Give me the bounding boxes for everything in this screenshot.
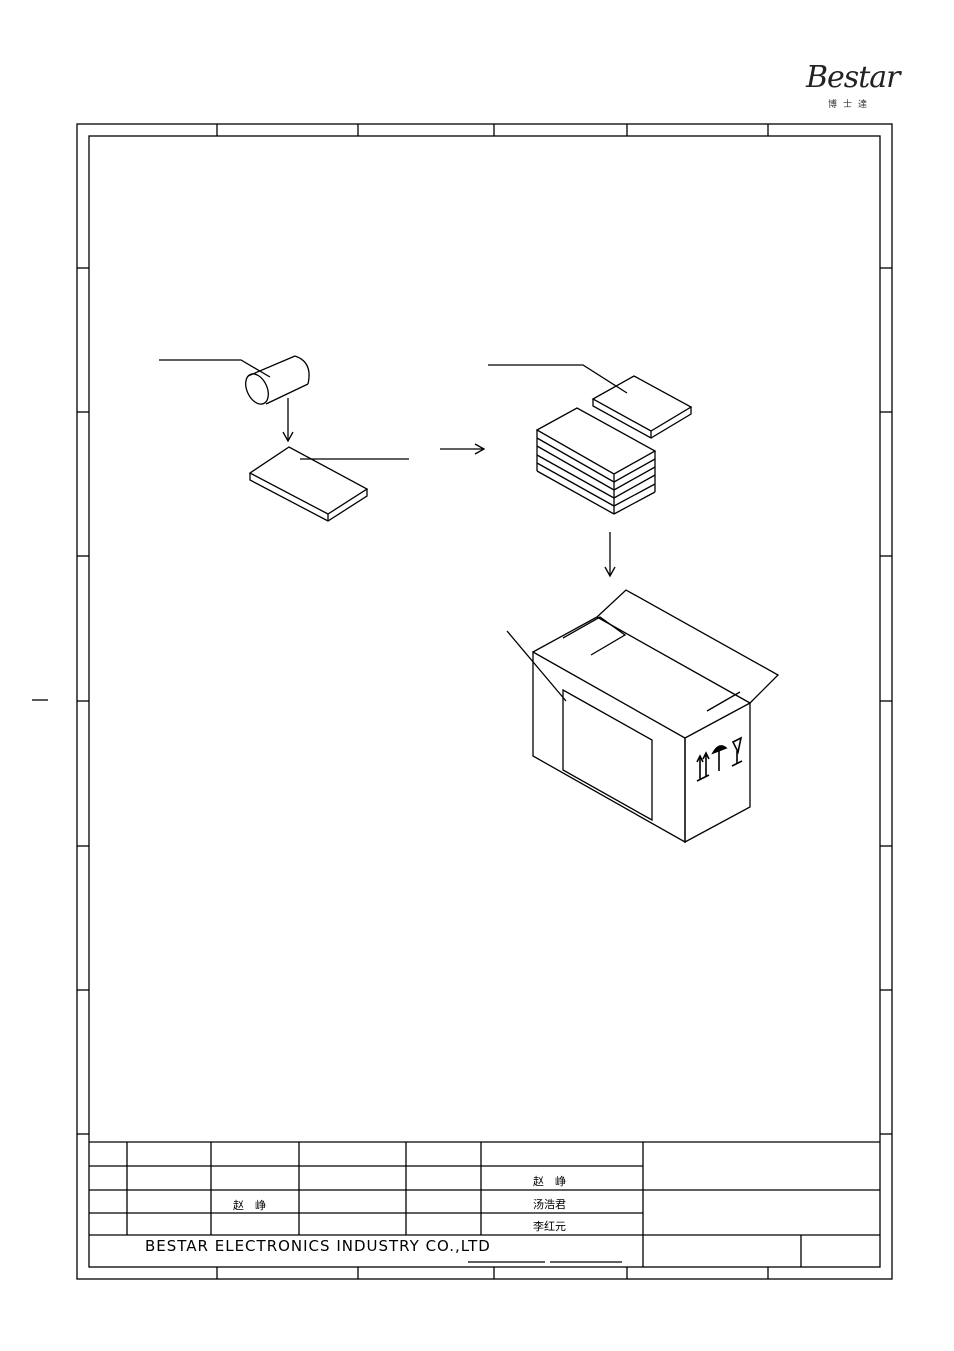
inner-box-stack xyxy=(535,407,657,515)
outer-carton xyxy=(532,589,780,844)
inner-box-single xyxy=(591,375,693,439)
carton-label-leader-line xyxy=(506,630,567,702)
inner-frame xyxy=(88,135,881,1268)
company-logo-chinese: 博士達 xyxy=(828,100,874,110)
title-block xyxy=(89,1141,880,1267)
left-zone-ticks xyxy=(77,267,89,1135)
bottom-zone-ticks xyxy=(216,1267,769,1279)
handling-symbols xyxy=(696,736,743,782)
arrow-bag-to-inner-box xyxy=(440,443,486,455)
company-name: BESTAR ELECTRONICS INDUSTRY CO.,LTD xyxy=(145,1237,491,1255)
designer-name: 赵 峥 xyxy=(233,1199,266,1212)
inner-box-leader-line xyxy=(488,364,628,394)
roll-leader-line xyxy=(159,359,271,378)
top-zone-ticks xyxy=(216,124,769,136)
checked-by-name: 汤浩君 xyxy=(533,1198,566,1211)
arrow-roll-to-bag xyxy=(282,398,294,443)
company-logo: Bestar xyxy=(806,60,900,95)
right-zone-ticks xyxy=(880,267,892,1135)
reel-roll xyxy=(245,355,310,405)
outer-frame xyxy=(76,123,893,1280)
anti-static-bag xyxy=(248,446,369,522)
approved-by-name: 李红元 xyxy=(533,1220,566,1233)
drawn-by-name: 赵 峥 xyxy=(533,1175,566,1188)
arrow-to-carton xyxy=(604,532,616,578)
